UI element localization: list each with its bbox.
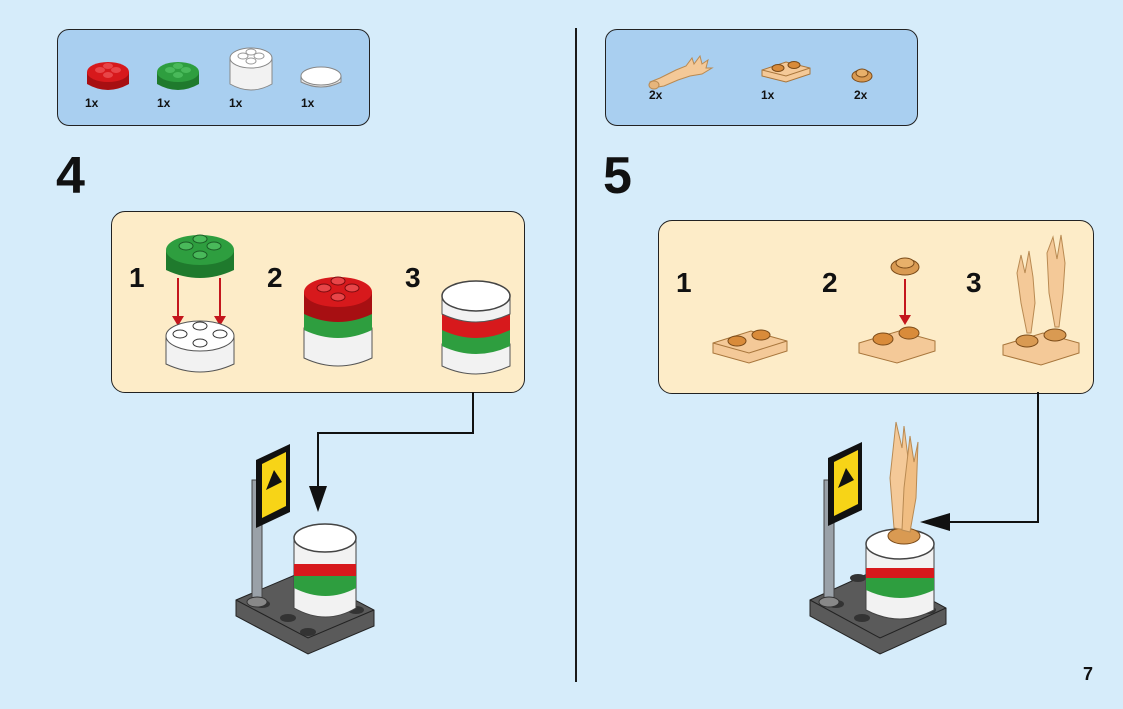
part-qty: 1x [85, 96, 99, 110]
page-number: 7 [1082, 664, 1093, 684]
step5-model-illustration [809, 421, 947, 655]
gold-round-plate-icon [851, 68, 873, 83]
red-round-brick-icon [87, 62, 129, 90]
parts-callout-step4: 1x 1x 1x 1x [57, 29, 370, 126]
part-qty: 1x [301, 96, 315, 110]
flames-assembly-icon [1002, 234, 1080, 366]
substep-number: 3 [405, 262, 421, 293]
part-qty: 1x [157, 96, 171, 110]
substep-number: 2 [267, 262, 283, 293]
part-qty: 2x [649, 88, 663, 102]
step4-model-illustration [235, 444, 375, 655]
green-round-brick-icon [157, 62, 199, 90]
substep-number: 1 [129, 262, 145, 293]
substep-panel-step5: 1 2 3 [658, 220, 1094, 394]
part-qty: 1x [229, 96, 243, 110]
substep-number: 1 [676, 267, 692, 298]
white-round-brick-icon [229, 47, 273, 91]
substep-panel-step4: 1 2 3 [111, 211, 525, 393]
round-plate-on-plate-icon [858, 257, 936, 364]
page-divider [575, 28, 577, 682]
tan-plate-icon [712, 329, 788, 364]
green-over-white-bricks-icon [165, 234, 235, 373]
tan-plate-icon [761, 61, 811, 83]
step-number: 5 [603, 147, 632, 205]
part-qty: 1x [761, 88, 775, 102]
substep-number: 2 [822, 267, 838, 298]
red-green-stack-icon [303, 276, 373, 367]
step-number: 4 [56, 147, 85, 205]
white-round-tile-icon [300, 66, 342, 88]
flame-piece-icon [648, 54, 714, 90]
substep-number: 3 [966, 267, 982, 298]
part-qty: 2x [854, 88, 868, 102]
parts-callout-step5: 2x 1x 2x [605, 29, 918, 126]
completed-tank-icon [441, 280, 511, 375]
